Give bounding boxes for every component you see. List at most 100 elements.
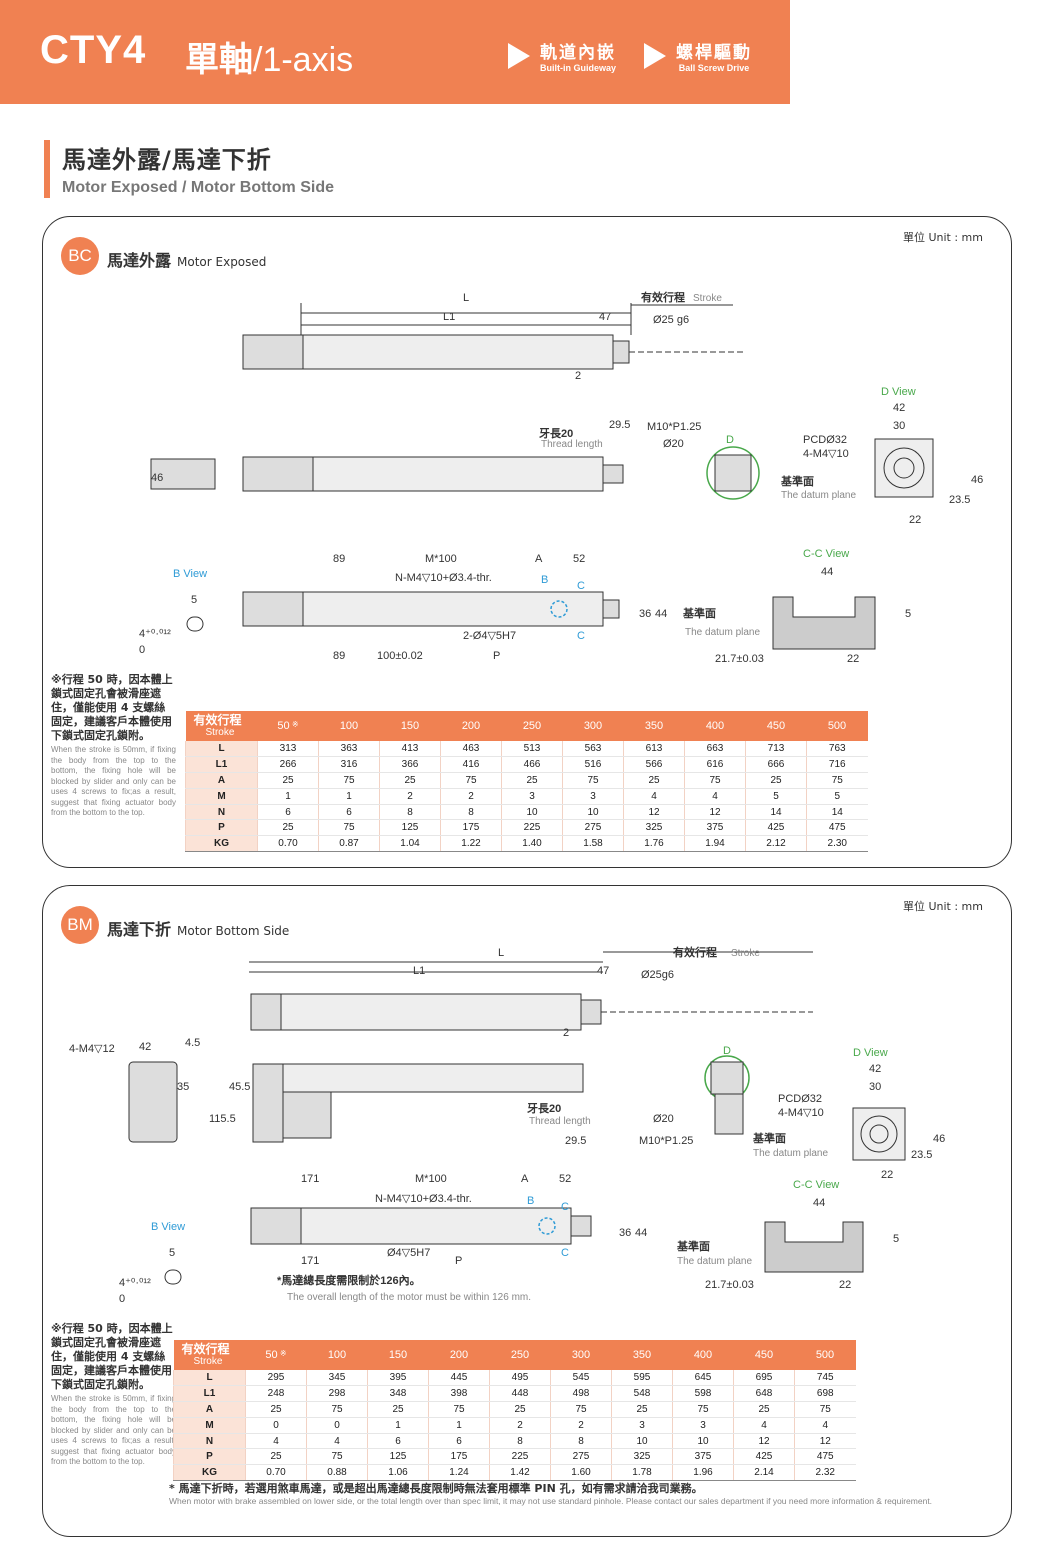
table-cell: 275 bbox=[562, 819, 624, 837]
label-C-top: C bbox=[577, 580, 585, 592]
table-cell: 1.04 bbox=[379, 835, 441, 853]
dview-pcd: PCDØ32 bbox=[778, 1093, 822, 1105]
table-cell: 613 bbox=[623, 741, 685, 758]
table-cell: 25 bbox=[733, 1401, 795, 1418]
table-cell: 698 bbox=[794, 1385, 856, 1403]
table-cell: 0.70 bbox=[245, 1464, 307, 1482]
table-cell: 2 bbox=[440, 788, 502, 805]
dview-m4: 4-M4▽10 bbox=[778, 1107, 824, 1119]
table-cell: 363 bbox=[318, 741, 380, 758]
table-cell: 12 bbox=[684, 804, 746, 821]
stroke-col-300: 300 bbox=[550, 1340, 612, 1370]
table-cell: 375 bbox=[672, 1448, 734, 1466]
thread-label-en: Thread length bbox=[529, 1116, 591, 1127]
table-cell: 10 bbox=[611, 1433, 673, 1450]
table-cell: 316 bbox=[318, 756, 380, 774]
table-cell: 8 bbox=[440, 804, 502, 821]
bview-5: 5 bbox=[191, 594, 197, 606]
dview-22: 22 bbox=[881, 1169, 893, 1181]
bview-tol0: 0 bbox=[119, 1293, 125, 1305]
table-cell: 475 bbox=[806, 819, 868, 837]
stroke-label: 有效行程 bbox=[641, 290, 685, 304]
row-label: N bbox=[185, 804, 258, 821]
stroke-col-50: 50 ※ bbox=[257, 711, 319, 741]
table-cell: 4 bbox=[306, 1433, 368, 1450]
table-cell: 5 bbox=[806, 788, 868, 805]
table-cell: 325 bbox=[623, 819, 685, 837]
table-cell: 248 bbox=[245, 1385, 307, 1403]
datum2-label-en: The datum plane bbox=[685, 627, 760, 638]
stroke-label: 有效行程 bbox=[673, 945, 717, 959]
table-cell: 548 bbox=[611, 1385, 673, 1403]
table-cell: 4 bbox=[684, 788, 746, 805]
stroke-col-200: 200 bbox=[440, 711, 502, 741]
table-cell: 75 bbox=[440, 772, 502, 789]
table-cell: 3 bbox=[611, 1417, 673, 1434]
table-cell: 648 bbox=[733, 1385, 795, 1403]
table-cell: 1.58 bbox=[562, 835, 624, 853]
row-label: L1 bbox=[173, 1385, 246, 1403]
dim-m4-left: 4-M4▽12 bbox=[69, 1043, 115, 1055]
table-cell: 75 bbox=[306, 1401, 368, 1418]
dview-42: 42 bbox=[893, 402, 905, 414]
label-C-bot: C bbox=[561, 1247, 569, 1259]
thread-label: 牙長20 bbox=[527, 1102, 561, 1115]
dview-42: 42 bbox=[869, 1063, 881, 1075]
table-cell: 1.22 bbox=[440, 835, 502, 853]
stroke-col-350: 350 bbox=[623, 711, 685, 741]
table-cell: 0 bbox=[306, 1417, 368, 1434]
dim-m100: M*100 bbox=[415, 1173, 447, 1185]
table-cell: 10 bbox=[501, 804, 563, 821]
row-label: KG bbox=[185, 835, 258, 853]
table-cell: 25 bbox=[611, 1401, 673, 1418]
section-title: 馬達外露/馬達下折 Motor Exposed / Motor Bottom S… bbox=[44, 140, 334, 198]
stroke-label-en: Stroke bbox=[731, 948, 760, 959]
table-cell: 295 bbox=[245, 1370, 307, 1387]
table-cell: 275 bbox=[550, 1448, 612, 1466]
dim-d20: Ø20 bbox=[663, 438, 684, 450]
dim-35: 35 bbox=[177, 1081, 189, 1093]
table-cell: 4 bbox=[623, 788, 685, 805]
dview-m4: 4-M4▽10 bbox=[803, 448, 849, 460]
label-D: D bbox=[726, 434, 734, 446]
stroke-col-300: 300 bbox=[562, 711, 624, 741]
datum2-label-en: The datum plane bbox=[677, 1256, 752, 1267]
play-arrow-icon bbox=[508, 42, 530, 69]
dim-52: 52 bbox=[559, 1173, 571, 1185]
dim-L1: L1 bbox=[413, 965, 425, 977]
stroke-note-mark: ※ bbox=[277, 1349, 287, 1358]
table-cell: 225 bbox=[501, 819, 563, 837]
variant-badge: BM bbox=[61, 906, 99, 944]
table-cell: 645 bbox=[672, 1370, 734, 1387]
table-cell: 6 bbox=[367, 1433, 429, 1450]
table-cell: 0 bbox=[245, 1417, 307, 1434]
table-cell: 75 bbox=[806, 772, 868, 789]
dim-52: 52 bbox=[573, 553, 585, 565]
row-label: M bbox=[173, 1417, 246, 1434]
table-cell: 516 bbox=[562, 756, 624, 774]
datum-label: 基準面 bbox=[752, 1131, 786, 1145]
table-cell: 0.88 bbox=[306, 1464, 368, 1482]
axis-title: 單軸/1-axis bbox=[185, 41, 354, 79]
table-cell: 75 bbox=[550, 1401, 612, 1418]
motor-limit-note-en: The overall length of the motor must be … bbox=[287, 1292, 531, 1303]
stroke-col-100: 100 bbox=[318, 711, 380, 741]
table-cell: 663 bbox=[684, 741, 746, 758]
table-cell: 10 bbox=[562, 804, 624, 821]
dview-235: 23.5 bbox=[911, 1149, 932, 1161]
dim-47: 47 bbox=[597, 965, 609, 977]
table-cell: 14 bbox=[806, 804, 868, 821]
dim-171b: 171 bbox=[301, 1255, 319, 1267]
table-cell: 348 bbox=[367, 1385, 429, 1403]
table-cell: 175 bbox=[440, 819, 502, 837]
label-C-bot: C bbox=[577, 630, 585, 642]
table-cell: 8 bbox=[379, 804, 441, 821]
ccview-5: 5 bbox=[893, 1233, 899, 1245]
